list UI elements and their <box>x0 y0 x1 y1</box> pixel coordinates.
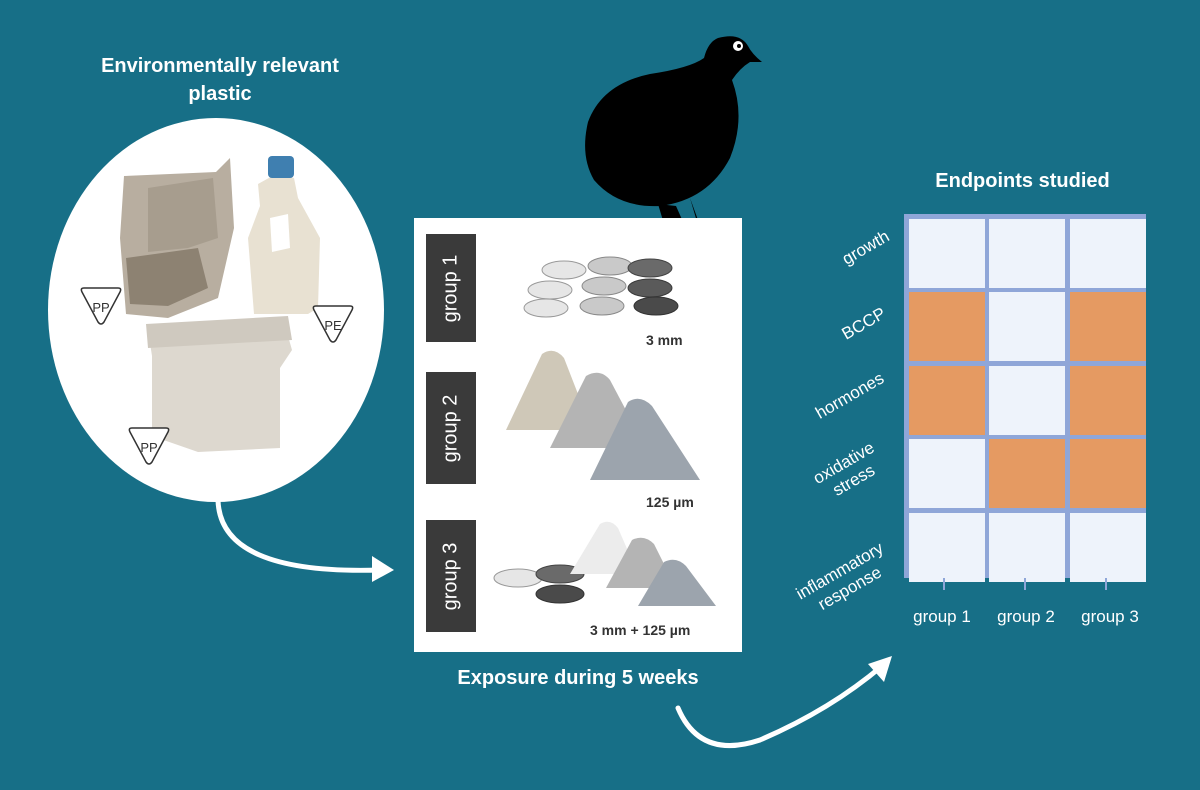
arrow-to-exposure <box>215 497 383 573</box>
group-2-tag: group 2 <box>426 372 476 484</box>
matrix-cell-r3-c1 <box>908 365 985 435</box>
endpoints-title: Endpoints studied <box>935 170 1110 192</box>
quail-icon <box>585 36 762 238</box>
plastic-samples-oval: PP PE PP <box>48 118 384 502</box>
pe-code-icon: PE <box>310 304 356 344</box>
pp-code-label-2: PP <box>140 440 158 455</box>
matrix-cell-r1-c1 <box>908 218 985 288</box>
exposure-label: Exposure during 5 weeks <box>457 667 699 689</box>
endpoints-grid <box>904 214 1146 582</box>
group-3-size: 3 mm + 125 µm <box>590 622 691 638</box>
plastic-title-line1: Environmentally relevant <box>101 55 339 77</box>
arrow-to-endpoints <box>675 663 885 749</box>
group-2-label: group 2 <box>439 394 462 462</box>
group-3-label: group 3 <box>439 542 462 610</box>
grid-ticks <box>943 578 1107 590</box>
column-label-group-3: group 3 <box>1081 607 1139 626</box>
matrix-cell-r2-c1 <box>908 292 985 361</box>
group-2-size: 125 µm <box>646 494 694 510</box>
arrow-to-endpoints-head <box>868 656 892 682</box>
pellets-3mm <box>523 256 679 318</box>
exposure-groups-panel: group 1 3 mm <box>414 218 742 652</box>
column-label-group-2: group 2 <box>997 607 1055 626</box>
matrix-cell-r2-c3 <box>1069 292 1146 361</box>
plastic-items-illustration <box>120 156 320 452</box>
pp-code-icon-1: PP <box>78 286 124 326</box>
matrix-cell-r4-c2 <box>989 439 1065 508</box>
matrix-cell-r4-c1 <box>908 439 985 508</box>
plastic-title: Environmentally relevant plastic <box>60 52 380 108</box>
arrow-to-exposure-head <box>372 556 394 582</box>
bottle-cap-image <box>268 156 294 178</box>
pp-code-icon-2: PP <box>126 426 172 466</box>
matrix-cell-r1-c2 <box>989 218 1065 288</box>
mixed-particles <box>493 521 716 606</box>
matrix-cell-r5-c1 <box>908 512 985 582</box>
matrix-cell-r4-c3 <box>1069 439 1146 508</box>
group-1-size: 3 mm <box>646 332 683 348</box>
matrix-cell-r1-c3 <box>1069 218 1146 288</box>
matrix-cell-r5-c2 <box>989 512 1065 582</box>
pe-code-label: PE <box>324 318 342 333</box>
group-1-tag: group 1 <box>426 234 476 342</box>
matrix-cell-r5-c3 <box>1069 512 1146 582</box>
group-3-tag: group 3 <box>426 520 476 632</box>
particle-illustrations <box>493 256 716 606</box>
matrix-cell-r3-c3 <box>1069 365 1146 435</box>
matrix-cell-r2-c2 <box>989 292 1065 361</box>
plastic-title-line2: plastic <box>188 83 252 105</box>
powder-piles-125um <box>506 350 700 480</box>
column-label-group-1: group 1 <box>913 607 971 626</box>
pp-code-label-1: PP <box>92 300 110 315</box>
cut-bucket-image <box>148 322 292 452</box>
matrix-cell-r3-c2 <box>989 365 1065 435</box>
